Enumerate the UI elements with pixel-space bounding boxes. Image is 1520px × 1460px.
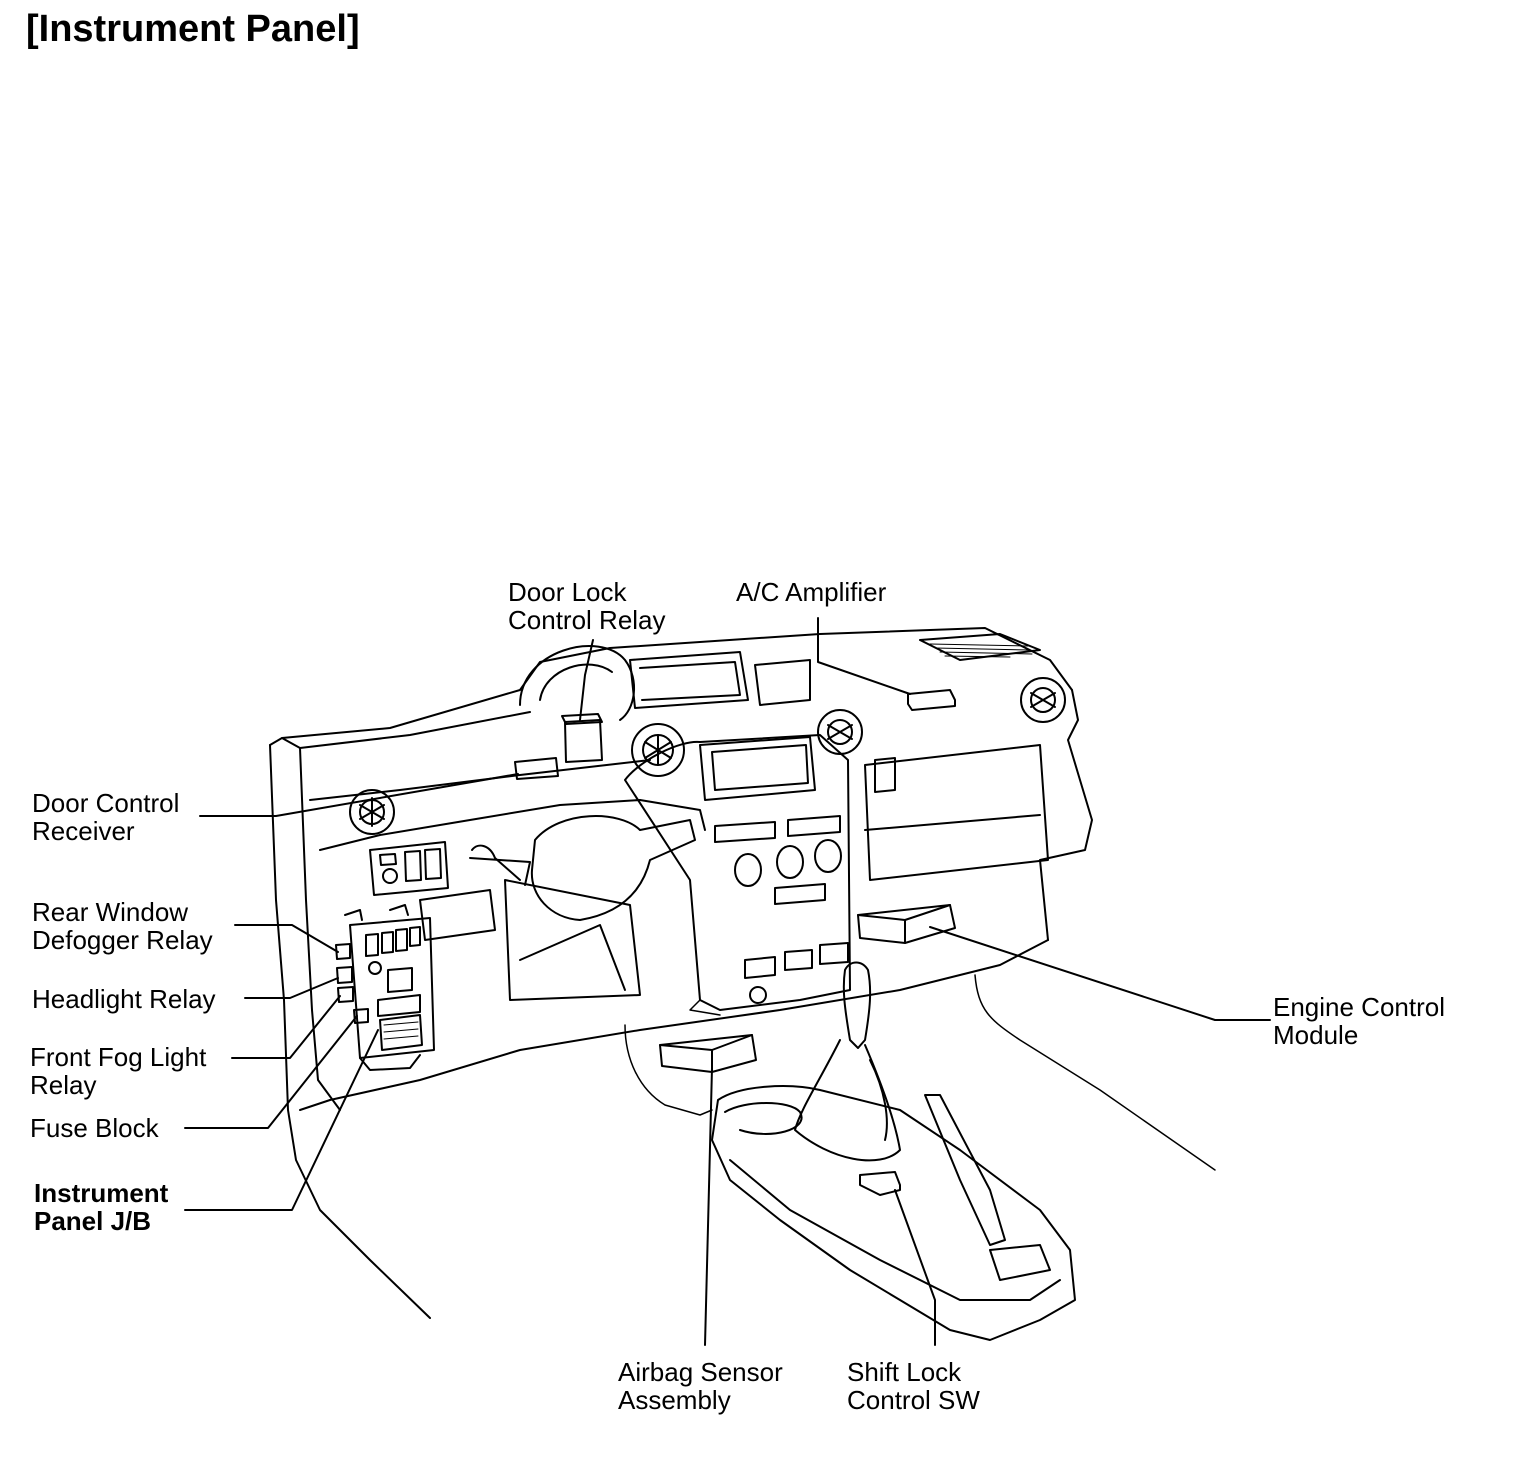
leader-lines bbox=[184, 617, 1271, 1346]
center-console bbox=[711, 961, 1076, 1341]
defroster-grille bbox=[919, 633, 1041, 661]
switch-panel bbox=[369, 841, 496, 941]
center-display bbox=[629, 651, 816, 801]
label-airbag-sensor-assembly: Airbag Sensor Assembly bbox=[618, 1357, 783, 1415]
leader-headlight-relay bbox=[244, 977, 339, 999]
door-lock-relay-module bbox=[564, 719, 603, 763]
ac-amplifier-module bbox=[907, 689, 956, 711]
leader-shift-lock-control-sw bbox=[894, 1189, 936, 1346]
leader-rear-window-defogger-relay bbox=[234, 924, 339, 953]
leader-airbag-sensor-assembly bbox=[704, 1067, 713, 1346]
leader-ac-amplifier bbox=[817, 617, 911, 695]
label-instrument-panel-jb: Instrument Panel J/B bbox=[34, 1178, 169, 1236]
label-door-control-receiver: Door Control Receiver bbox=[32, 788, 180, 846]
label-fuse-block: Fuse Block bbox=[30, 1113, 159, 1143]
junction-block bbox=[335, 904, 435, 1071]
label-headlight-relay: Headlight Relay bbox=[32, 984, 216, 1014]
airbag-sensor-module bbox=[659, 1034, 757, 1073]
leader-front-fog-light-relay bbox=[231, 995, 341, 1059]
leader-door-lock-control-relay bbox=[579, 639, 594, 721]
leader-engine-control-module bbox=[929, 926, 1271, 1021]
center-stack bbox=[624, 734, 851, 1011]
glove-box bbox=[864, 744, 1049, 881]
label-door-lock-control-relay: Door Lock Control Relay bbox=[508, 577, 666, 635]
floor-lines bbox=[624, 974, 1216, 1171]
label-ac-amplifier: A/C Amplifier bbox=[736, 577, 887, 607]
label-engine-control-module: Engine Control Module bbox=[1273, 992, 1445, 1050]
meter-hood bbox=[519, 645, 636, 721]
steering-column bbox=[469, 799, 706, 1001]
leader-door-control-receiver bbox=[199, 773, 519, 817]
leader-fuse-block bbox=[184, 1015, 358, 1129]
page-title: [Instrument Panel] bbox=[26, 8, 360, 50]
engine-control-module-box bbox=[857, 904, 956, 944]
dashboard-outline bbox=[269, 627, 1093, 1319]
modules bbox=[514, 689, 956, 1073]
air-vents bbox=[349, 677, 1066, 835]
label-shift-lock-control-sw: Shift Lock Control SW bbox=[847, 1357, 980, 1415]
label-front-fog-light-relay: Front Fog Light Relay bbox=[30, 1042, 207, 1100]
door-control-receiver-module bbox=[514, 757, 559, 780]
leader-instrument-panel-jb bbox=[184, 1029, 379, 1211]
label-rear-window-defogger-relay: Rear Window Defogger Relay bbox=[32, 897, 213, 955]
